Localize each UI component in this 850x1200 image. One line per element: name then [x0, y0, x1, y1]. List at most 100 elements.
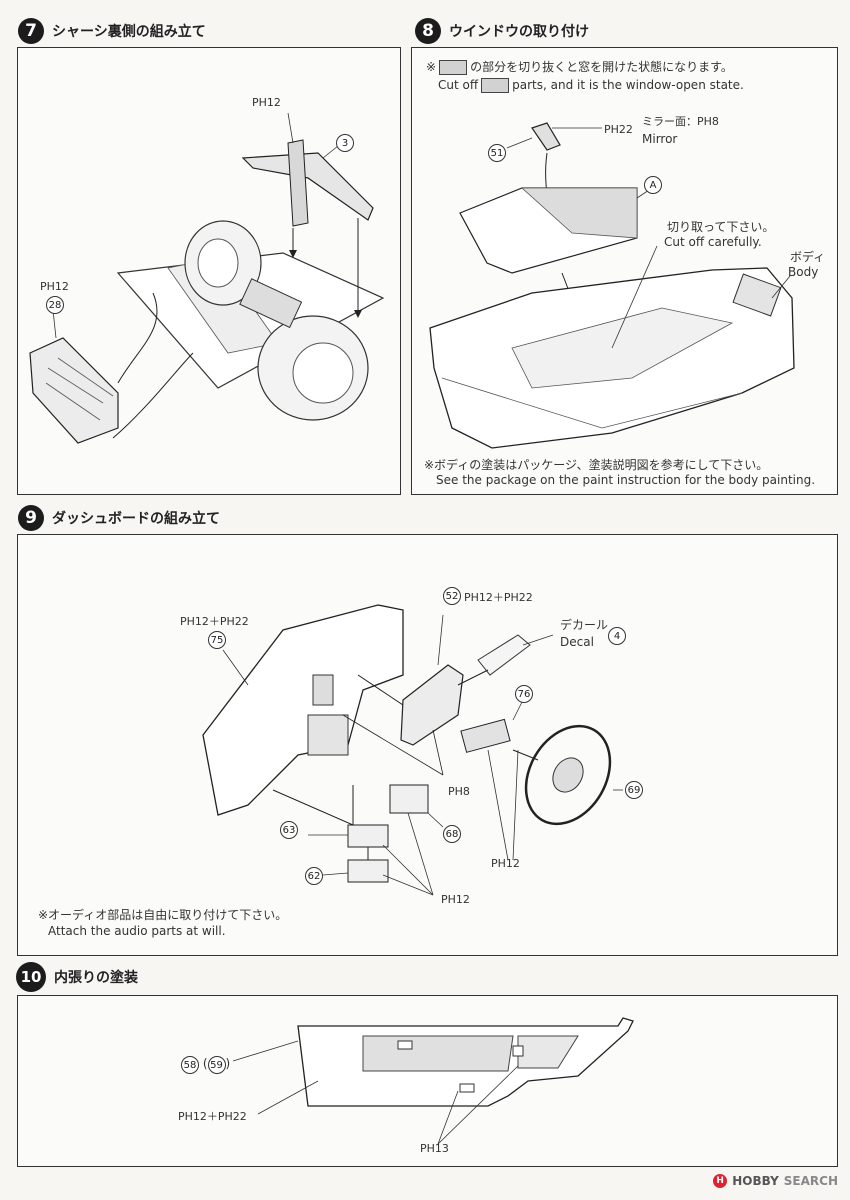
- leader-ph12: [257, 1080, 319, 1115]
- step-number: 7: [18, 18, 44, 44]
- step-title: 内張りの塗装: [54, 970, 138, 986]
- part-number: 28: [46, 296, 64, 314]
- mirror-part: [531, 122, 561, 151]
- glue-label: PH12＋PH22: [464, 591, 533, 604]
- glue-label: PH12: [40, 280, 69, 293]
- leader-ph8-a: [342, 714, 444, 776]
- leader-ph13-b: [437, 1065, 519, 1145]
- arrow-curve-b: [112, 352, 194, 439]
- steering-column: [460, 718, 511, 753]
- leader-body: [771, 275, 791, 299]
- part-number: 3: [336, 134, 354, 152]
- meter-cluster: [400, 664, 464, 746]
- note-jp-text: の部分を切り抜くと窓を開けた状態になります。: [470, 60, 733, 74]
- arrow-wheel: [512, 749, 539, 761]
- muffler: [29, 337, 119, 444]
- leader-52: [437, 614, 444, 666]
- audio-note-jp: ※オーディオ部品は自由に取り付けて下さい。: [38, 908, 288, 922]
- leader-75: [222, 649, 249, 686]
- cut-swatch: [481, 78, 510, 93]
- window-glass-cut-area: [520, 187, 638, 239]
- cut-swatch: [439, 60, 468, 75]
- leader-76: [512, 699, 524, 721]
- step-9-panel: PH12＋PH22 75 52 PH12＋PH22 デカール Decal 4 7…: [17, 534, 838, 956]
- step-10-panel: 58 (59) PH12＋PH22 PH13: [17, 995, 838, 1167]
- decal-label-en: Decal: [560, 635, 594, 649]
- step-10-header: 10 内張りの塗装: [16, 962, 138, 992]
- arrow-head-a: [289, 250, 297, 258]
- arrow-cluster: [357, 674, 404, 706]
- leader-ph12-d: [382, 874, 434, 896]
- glue-label: PH8: [448, 785, 470, 798]
- glue-label: PH13: [420, 1142, 449, 1155]
- body-label-en: Body: [788, 265, 819, 279]
- glue-label: PH12＋PH22: [180, 615, 249, 628]
- part-number: 4: [608, 627, 626, 645]
- step-7-header: 7 シャーシ裏側の組み立て: [18, 18, 206, 44]
- step-7-panel: PH12 3 PH12 28: [17, 47, 401, 495]
- door-panel-diagram: [232, 1017, 634, 1145]
- body-tail-part: [732, 273, 782, 317]
- arrow-audio-path: [272, 785, 354, 826]
- step-title: ダッシュボードの組み立て: [52, 511, 220, 527]
- glue-label: PH12: [252, 96, 281, 109]
- glue-label: PH12: [491, 857, 520, 870]
- audio-note-en: Attach the audio parts at will.: [48, 924, 226, 938]
- part-number: 58: [181, 1056, 199, 1074]
- cut-note-jp: 切り取って下さい。: [667, 220, 775, 234]
- part-number: A: [644, 176, 662, 194]
- arrow-head-b: [354, 310, 362, 318]
- rear-wheel-hub: [197, 238, 239, 288]
- part-number: 69: [625, 781, 643, 799]
- steering-wheel: [524, 724, 612, 826]
- part-number: 51: [488, 144, 506, 162]
- body-interior: [511, 307, 734, 389]
- arrow-decal: [457, 669, 489, 686]
- watermark-suffix: SEARCH: [783, 1174, 838, 1188]
- part-number: 75: [208, 631, 226, 649]
- window-note-jp: ※の部分を切り抜くと窓を開けた状態になります。: [426, 60, 733, 75]
- part-number: 52: [443, 587, 461, 605]
- door-handle: [512, 1045, 524, 1057]
- part-number: 59: [207, 1056, 226, 1074]
- leader-28: [52, 309, 57, 339]
- step-title: シャーシ裏側の組み立て: [52, 24, 206, 40]
- suspension-member: [287, 139, 309, 227]
- part-number: 63: [280, 821, 298, 839]
- mirror-label: ミラー面：PH8: [642, 114, 719, 129]
- note-en-b: parts, and it is the window-open state.: [512, 78, 744, 92]
- dashboard: [202, 604, 404, 816]
- paint-note-jp: ※ボディの塗装はパッケージ、塗装説明図を参考にして下さい。: [424, 458, 769, 472]
- door-switch: [397, 1040, 413, 1050]
- body-sill-line: [441, 377, 743, 429]
- watermark-brand: HOBBY: [732, 1174, 779, 1188]
- paint-note-en: See the package on the paint instruction…: [436, 473, 816, 487]
- part-number: 76: [515, 685, 533, 703]
- leader-62: [322, 872, 349, 876]
- glue-label: PH12: [441, 893, 470, 906]
- steering-hub: [552, 757, 584, 793]
- leader-ph13-a: [437, 1090, 459, 1145]
- glue-label: PH22: [604, 123, 633, 136]
- leader-ph8-b: [432, 729, 444, 776]
- mirror-glue: PH8: [697, 115, 719, 128]
- muffler-ribs: [45, 357, 114, 421]
- part-number: 68: [443, 825, 461, 843]
- dash-console: [307, 714, 349, 756]
- mirror-en: Mirror: [642, 132, 678, 146]
- step-9-header: 9 ダッシュボードの組み立て: [18, 505, 220, 531]
- cut-note-en: Cut off carefully.: [664, 235, 762, 249]
- leader-3: [322, 145, 339, 159]
- rear-wheel-right-hub: [292, 342, 354, 404]
- leader-ph12-c: [382, 844, 434, 896]
- body-label-jp: ボディ: [790, 250, 826, 264]
- dashboard-diagram: [202, 604, 623, 896]
- leader-58: [232, 1040, 299, 1062]
- step-number: 10: [16, 962, 46, 992]
- part-number: 62: [305, 867, 323, 885]
- leader-ph12-a: [487, 749, 509, 861]
- body-diagram: [429, 122, 795, 449]
- step-number: 9: [18, 505, 44, 531]
